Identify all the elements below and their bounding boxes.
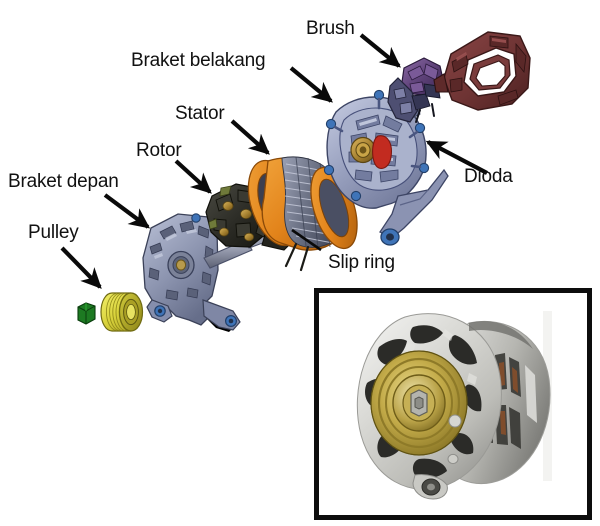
alternator-photo-inset <box>314 288 592 520</box>
part-rear-bracket <box>323 89 449 246</box>
arrow-braket-depan <box>103 193 151 229</box>
label-slip-ring: Slip ring <box>328 252 395 273</box>
callout-arrows <box>60 33 488 289</box>
arrow-brush <box>359 33 401 68</box>
label-dioda: Dioda <box>464 166 513 187</box>
part-diode-cover <box>433 31 531 111</box>
arrow-rotor <box>174 159 212 194</box>
label-braket-belakang: Braket belakang <box>131 50 266 71</box>
assembled-alternator-photo <box>319 293 587 515</box>
part-pulley <box>100 292 144 332</box>
part-brush-holder <box>387 57 445 123</box>
arrow-braket-belakang <box>289 66 333 103</box>
part-stator <box>247 156 358 272</box>
label-pulley: Pulley <box>28 222 79 243</box>
leader-slip-ring <box>291 228 322 252</box>
part-front-bracket <box>142 213 241 332</box>
label-brush: Brush <box>306 18 355 39</box>
label-stator: Stator <box>175 103 225 124</box>
part-pulley-nut <box>77 302 96 325</box>
arrow-dioda <box>425 140 488 175</box>
label-rotor: Rotor <box>136 140 182 161</box>
label-braket-depan: Braket depan <box>8 171 119 192</box>
arrow-stator <box>230 119 270 155</box>
arrow-pulley <box>60 246 102 289</box>
